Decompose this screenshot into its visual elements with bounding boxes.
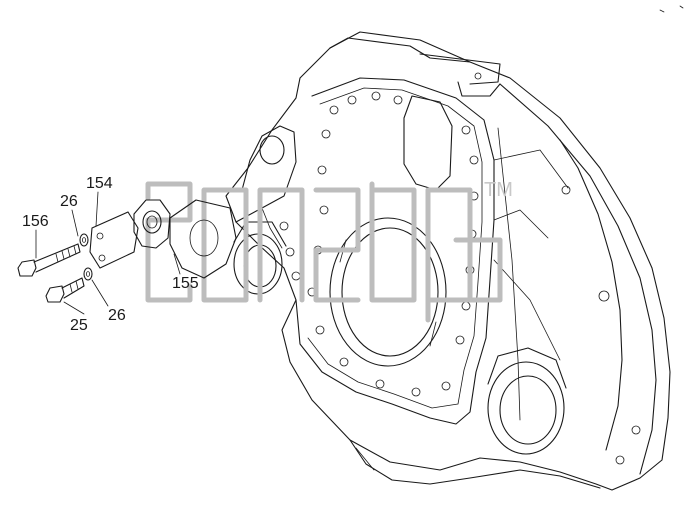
callout-156: 156 — [22, 213, 49, 230]
part-156-bolt — [17, 243, 81, 277]
part-155-gasket — [169, 199, 237, 279]
callout-154: 154 — [86, 175, 113, 192]
trademark-label: TM — [484, 179, 513, 201]
flywheel-housing — [225, 31, 671, 491]
corner-marks — [659, 5, 684, 13]
part-26-washer-bottom — [83, 267, 93, 281]
callout-26-top: 26 — [60, 193, 78, 210]
callout-25: 25 — [70, 317, 88, 334]
part-154-cover-plate — [89, 199, 171, 269]
callout-155: 155 — [172, 275, 199, 292]
callout-26-bottom: 26 — [108, 307, 126, 324]
part-26-washer-top — [79, 233, 89, 247]
part-25-bolt — [45, 277, 85, 303]
watermark-logo — [145, 181, 503, 323]
leader-lines — [35, 191, 181, 315]
